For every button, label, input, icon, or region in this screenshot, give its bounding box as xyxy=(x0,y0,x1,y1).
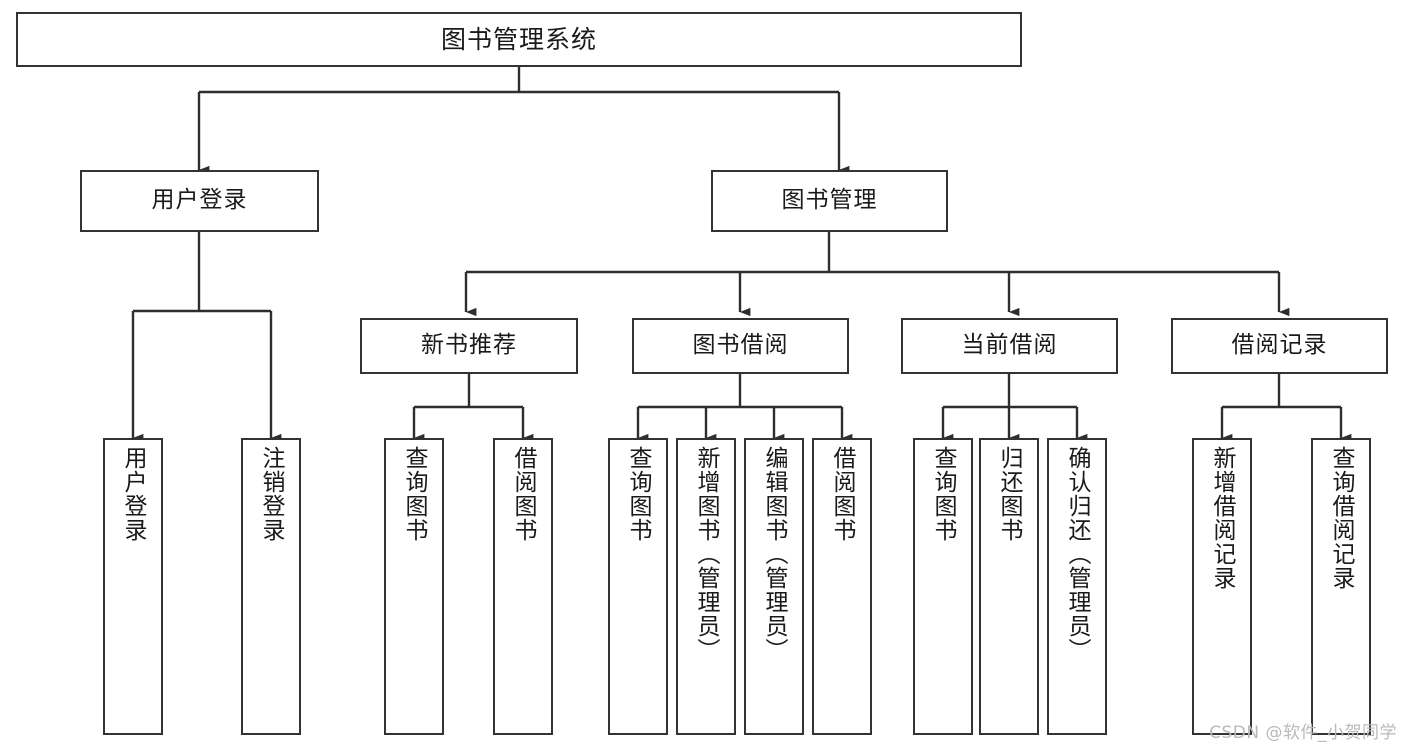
node-label: 借阅记录 xyxy=(1231,332,1328,359)
node-label: 注销登录 xyxy=(258,446,285,542)
node-label: 归还图书 xyxy=(996,446,1023,542)
watermark-text: CSDN @软件_小贺同学 xyxy=(1209,723,1397,743)
node-label: 用户登录 xyxy=(151,187,248,214)
node-book-borrow[interactable]: 图书借阅 xyxy=(632,318,849,374)
node-borrow-record[interactable]: 借阅记录 xyxy=(1171,318,1388,374)
node-label: 新增图书（管理员） xyxy=(693,446,720,662)
leaf-user-login[interactable]: 用户登录 xyxy=(103,438,163,735)
node-current-borrow[interactable]: 当前借阅 xyxy=(901,318,1118,374)
node-label: 新书推荐 xyxy=(421,332,517,359)
leaf-return-book[interactable]: 归还图书 xyxy=(979,438,1039,735)
leaf-borrow-book-recommend[interactable]: 借阅图书 xyxy=(493,438,553,735)
node-label: 借阅图书 xyxy=(829,446,856,542)
leaf-query-book-borrow[interactable]: 查询图书 xyxy=(608,438,668,735)
node-new-book-recommend[interactable]: 新书推荐 xyxy=(360,318,578,374)
node-label: 当前借阅 xyxy=(961,332,1058,359)
leaf-edit-book-admin[interactable]: 编辑图书（管理员） xyxy=(744,438,804,735)
node-label: 查询图书 xyxy=(625,446,652,542)
leaf-query-book-recommend[interactable]: 查询图书 xyxy=(384,438,444,735)
node-user-login[interactable]: 用户登录 xyxy=(80,170,319,232)
node-root-book-management-system[interactable]: 图书管理系统 xyxy=(16,12,1022,67)
node-label: 用户登录 xyxy=(120,446,147,542)
node-label: 编辑图书（管理员） xyxy=(761,446,788,662)
leaf-query-borrow-record[interactable]: 查询借阅记录 xyxy=(1311,438,1371,735)
node-label: 新增借阅记录 xyxy=(1209,446,1236,590)
node-label: 图书管理 xyxy=(781,187,878,214)
node-label: 图书管理系统 xyxy=(440,24,597,54)
leaf-confirm-return-admin[interactable]: 确认归还（管理员） xyxy=(1047,438,1107,735)
node-book-management[interactable]: 图书管理 xyxy=(711,170,948,232)
node-label: 查询图书 xyxy=(401,446,428,542)
node-label: 查询图书 xyxy=(930,446,957,542)
leaf-borrow-book[interactable]: 借阅图书 xyxy=(812,438,872,735)
node-label: 查询借阅记录 xyxy=(1328,446,1355,590)
node-label: 确认归还（管理员） xyxy=(1064,446,1091,662)
leaf-query-book-current[interactable]: 查询图书 xyxy=(913,438,973,735)
leaf-logout[interactable]: 注销登录 xyxy=(241,438,301,735)
leaf-add-book-admin[interactable]: 新增图书（管理员） xyxy=(676,438,736,735)
node-label: 图书借阅 xyxy=(692,332,789,359)
node-label: 借阅图书 xyxy=(510,446,537,542)
leaf-add-borrow-record[interactable]: 新增借阅记录 xyxy=(1192,438,1252,735)
